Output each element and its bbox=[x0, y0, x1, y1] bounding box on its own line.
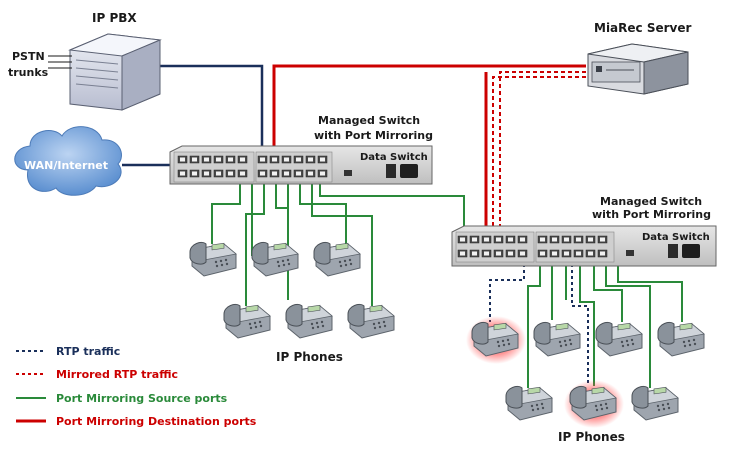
ip-phone-icon bbox=[631, 385, 679, 421]
ip-pbx-server-icon bbox=[68, 33, 162, 111]
right-switch-model-label: Data Switch bbox=[642, 232, 710, 243]
miarec-server-icon bbox=[587, 43, 689, 95]
ip-phone-icon bbox=[189, 241, 237, 277]
top-switch-model-label: Data Switch bbox=[360, 152, 428, 163]
ip-phone-icon bbox=[505, 385, 553, 421]
legend-label-mirrored: Mirrored RTP traffic bbox=[56, 368, 178, 381]
top-switch-led bbox=[344, 170, 352, 176]
mirrored-link-a bbox=[499, 71, 586, 236]
wan-label: WAN/Internet bbox=[24, 159, 108, 172]
legend-label-destination: Port Mirroring Destination ports bbox=[56, 415, 257, 428]
top-destination-link bbox=[272, 64, 586, 164]
ip-phone-icon bbox=[285, 303, 333, 339]
top-phone-links bbox=[211, 178, 373, 306]
right-phone-links bbox=[527, 258, 683, 388]
top-switch-label-line1: Managed Switch bbox=[318, 114, 420, 127]
right-switch-power-button bbox=[668, 244, 678, 258]
top-switch-label-line2: with Port Mirroring bbox=[314, 129, 433, 142]
ip-phone-icon bbox=[251, 241, 299, 277]
right-switch-power-socket bbox=[682, 244, 700, 258]
wan-cloud-icon bbox=[14, 126, 122, 196]
ip-phones-label-top: IP Phones bbox=[276, 350, 343, 364]
legend-label-source: Port Mirroring Source ports bbox=[56, 392, 228, 405]
top-switch-power-socket bbox=[400, 164, 418, 178]
right-switch-label-line1: Managed Switch bbox=[600, 195, 702, 208]
switch-uplink bbox=[319, 178, 465, 232]
rtp-phone-link-2 bbox=[571, 258, 589, 386]
rtp-phone-link bbox=[489, 258, 525, 322]
legend: RTP traffic Mirrored RTP traffic Port Mi… bbox=[16, 345, 257, 428]
ip-phone-icon bbox=[313, 241, 361, 277]
right-switch-label-line2: with Port Mirroring bbox=[592, 208, 711, 221]
pstn-label: PSTN bbox=[12, 50, 45, 63]
ip-phone-icon bbox=[223, 303, 271, 339]
ip-phone-icon bbox=[533, 321, 581, 357]
ip-phone-icon bbox=[595, 321, 643, 357]
trunks-label: trunks bbox=[8, 66, 49, 79]
ip-phone-icon bbox=[347, 303, 395, 339]
legend-label-rtp: RTP traffic bbox=[56, 345, 120, 358]
ip-phones-label-right: IP Phones bbox=[558, 430, 625, 444]
mirrored-link-b bbox=[492, 76, 586, 236]
ip-phone-icon bbox=[657, 321, 705, 357]
ip-pbx-label: IP PBX bbox=[92, 11, 137, 25]
pstn-trunk-lines bbox=[48, 55, 72, 69]
pbx-to-switch-link bbox=[160, 64, 264, 164]
top-switch-power-button bbox=[386, 164, 396, 178]
miarec-server-label: MiaRec Server bbox=[594, 21, 691, 35]
right-switch-led bbox=[626, 250, 634, 256]
